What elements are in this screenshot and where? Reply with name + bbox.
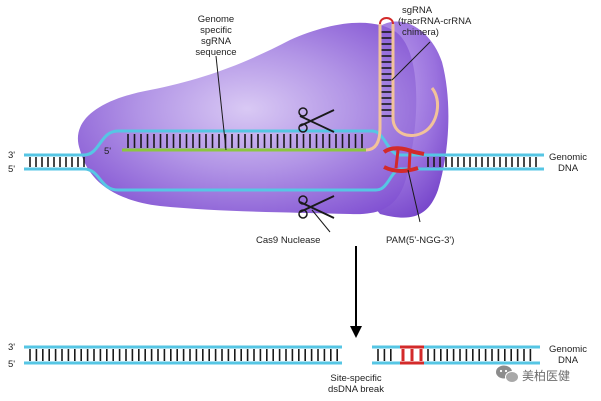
leader-lines — [215, 41, 431, 233]
label-line: chimera) — [402, 27, 439, 38]
label-dsdna-break: Site-specific dsDNA break — [328, 373, 384, 395]
scaffold-loop — [379, 17, 394, 25]
scaffold-stem-pairs — [381, 31, 392, 117]
leader-cas9 — [311, 209, 331, 233]
label-line: Genomic — [549, 152, 587, 163]
label-genomic-dna-bottom: Genomic DNA — [549, 344, 587, 366]
dna-base-pairs-top — [29, 157, 537, 167]
down-arrow — [350, 246, 362, 338]
pam-rung-1 — [394, 149, 400, 169]
watermark: 美柏医健 — [496, 365, 570, 383]
wechat-icon — [496, 365, 519, 383]
label-genomic-dna-top: Genomic DNA — [549, 152, 587, 174]
label-line: (tracrRNA-crRNA — [398, 16, 472, 27]
pam-block — [400, 345, 424, 365]
pam-red-bottom — [383, 165, 419, 173]
pam-red-top — [382, 146, 425, 156]
dna-bottom-strand — [24, 167, 544, 192]
label-sgrna-chimera: sgRNA (tracrRNA-crRNA chimera) — [398, 5, 472, 38]
scissors-icon — [298, 107, 335, 133]
pam-site — [382, 146, 425, 173]
guide-base-pairs — [127, 134, 363, 148]
dna-base-pairs-bottom — [29, 349, 532, 361]
label-5-prime-bottom: 5' — [8, 359, 15, 370]
watermark-text: 美柏医健 — [522, 368, 570, 383]
label-cas9-nuclease: Cas9 Nuclease — [256, 235, 320, 246]
label-line: DNA — [558, 163, 579, 174]
scissors-icon — [298, 195, 335, 219]
label-line: DNA — [558, 355, 579, 366]
label-3-prime-bottom: 3' — [8, 342, 15, 353]
label-line: sgRNA — [201, 36, 232, 47]
genomic-dna-bottom — [24, 345, 540, 365]
label-genome-specific-sgrna: Genome specific sgRNA sequence — [195, 14, 236, 58]
label-line: specific — [200, 25, 232, 36]
label-line: Genomic — [549, 344, 587, 355]
label-5-prime-top: 5' — [8, 164, 15, 175]
leader-genome-sgrna — [215, 55, 227, 151]
sgrna-scaffold — [365, 17, 440, 152]
leader-pam — [407, 169, 421, 223]
leader-sgrna — [391, 41, 431, 81]
label-pam: PAM(5'-NGG-3') — [386, 235, 454, 246]
pam-rung-2 — [407, 151, 412, 171]
label-line: Genome — [198, 14, 234, 25]
label-line: sequence — [195, 47, 236, 58]
label-3-prime-top: 3' — [8, 150, 15, 161]
cas9-protein-body — [77, 22, 417, 215]
scaffold-connector — [365, 24, 382, 152]
label-5-prime-guide: 5' — [104, 146, 111, 157]
label-line: dsDNA break — [328, 384, 384, 395]
scaffold-stem-right — [391, 24, 440, 137]
label-line: sgRNA — [402, 5, 433, 16]
label-line: Site-specific — [330, 373, 381, 384]
sgrna-guide — [122, 134, 366, 152]
